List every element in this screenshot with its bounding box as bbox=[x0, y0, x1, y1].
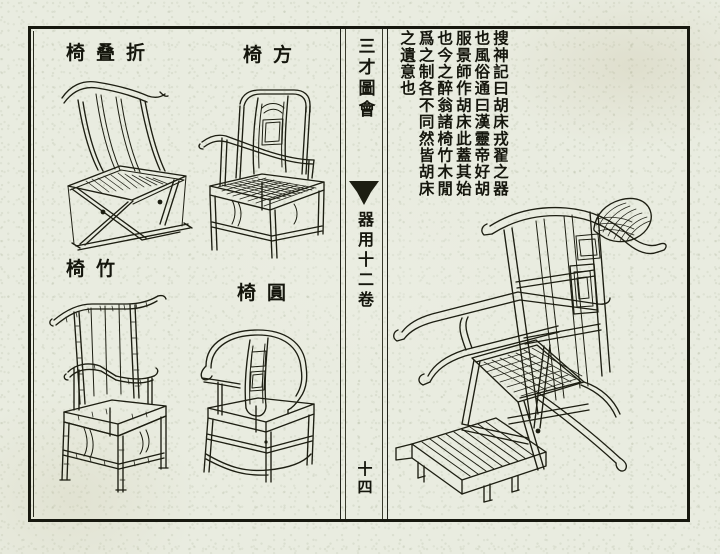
illustration-reclining-folding-chair bbox=[388, 186, 688, 506]
spine-book-title: 三才圖會 bbox=[354, 37, 375, 121]
banxin-rule-right bbox=[387, 29, 388, 519]
banxin-center-column: 三才圖會 器用十二卷 十四 bbox=[340, 29, 388, 519]
spine-folio-number: 十四 bbox=[355, 461, 374, 497]
text-column: 搜神記曰胡床戎翟之器 bbox=[491, 30, 510, 197]
illustration-bamboo-chair bbox=[44, 292, 204, 493]
figure-caption-bamboo-chair: 椅竹 bbox=[66, 258, 127, 280]
figure-caption-folding-chair: 椅叠折 bbox=[66, 42, 157, 64]
illustration-square-chair bbox=[196, 82, 346, 259]
text-column: 服景師作胡床此蓋其始 bbox=[453, 30, 473, 197]
woodblock-border-frame bbox=[28, 26, 690, 522]
body-text-block: 搜神記曰胡床戎翟之器 也風俗通曰漢靈帝好胡 服景師作胡床此蓋其始 也今之醉翁諸椅… bbox=[396, 30, 510, 270]
illustration-round-chair bbox=[196, 322, 346, 483]
fishtail-icon bbox=[349, 181, 379, 205]
banxin-rule-left bbox=[340, 29, 341, 519]
inner-rule-left bbox=[33, 31, 34, 517]
figure-caption-round-chair: 椅圓 bbox=[237, 282, 298, 304]
banxin-rule-left-thin bbox=[345, 29, 346, 519]
banxin-rule-right-thin bbox=[382, 29, 383, 519]
text-column: 也風俗通曰漢靈帝好胡 bbox=[472, 30, 492, 197]
figure-caption-square-chair: 椅方 bbox=[243, 44, 304, 66]
text-column: 也今之醉翁諸椅竹木閒 bbox=[435, 30, 455, 197]
spine-section-title: 器用十二卷 bbox=[355, 211, 374, 311]
text-column: 之遺意也 bbox=[398, 30, 418, 97]
illustration-folding-chair bbox=[56, 74, 206, 254]
text-column: 爲之制各不同然皆胡床 bbox=[416, 30, 436, 197]
